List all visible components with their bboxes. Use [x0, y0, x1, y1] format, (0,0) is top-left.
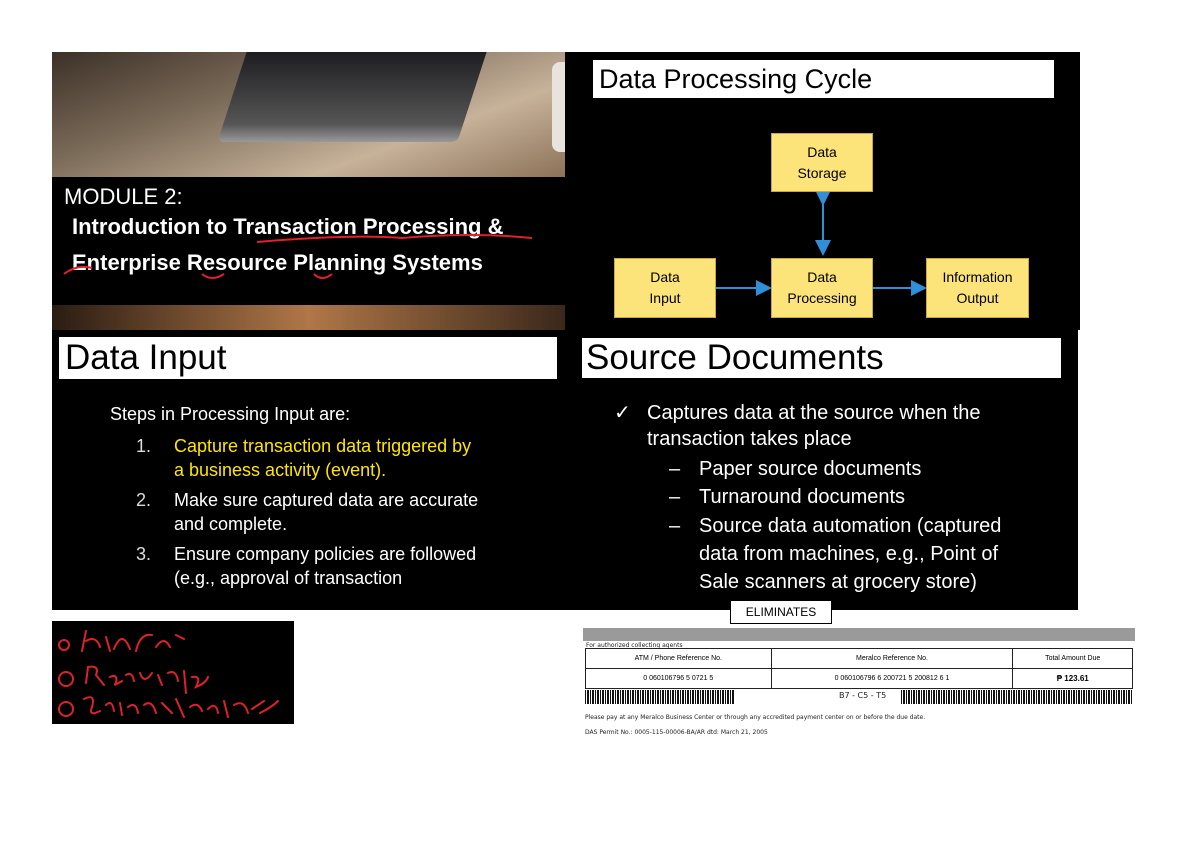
data-input-slide: Data Input Steps in Processing Input are… — [52, 330, 566, 610]
source-documents-title: Source Documents — [582, 338, 1061, 378]
col-atm-ref: ATM / Phone Reference No. — [585, 648, 772, 669]
checkmark-icon: ✓ — [614, 400, 631, 424]
eliminates-label: ELIMINATES — [730, 600, 832, 624]
bill-reference-table: ATM / Phone Reference No. Meralco Refere… — [585, 648, 1133, 689]
barcode-right — [901, 690, 1133, 704]
col-meralco-ref: Meralco Reference No. — [770, 648, 1014, 669]
module-title-line2: Enterprise Resource Planning Systems — [72, 250, 483, 275]
cycle-title: Data Processing Cycle — [593, 60, 1054, 98]
title-band — [52, 177, 565, 305]
bill-agents-note: For authorized collecting agents — [586, 642, 683, 649]
data-input-title: Data Input — [59, 337, 557, 379]
barcode-code: B7 - C5 - T5 — [839, 691, 887, 700]
col-total-due: Total Amount Due — [1012, 648, 1133, 669]
cup-photo — [552, 62, 565, 152]
handwriting-scribble — [58, 630, 279, 718]
module-title-line1: Introduction to Transaction Processing & — [72, 214, 504, 239]
red-ink-annotations — [63, 234, 533, 279]
bill-permit: DAS Permit No.: 0005-115-00006-BA/AR dtd… — [585, 729, 768, 736]
steps-intro: Steps in Processing Input are: — [110, 404, 351, 424]
module-label: MODULE 2: — [64, 184, 183, 209]
val-atm-ref: 0 060106796 5 0721 5 — [585, 668, 772, 689]
module-title-slide: MODULE 2: Introduction to Transaction Pr… — [52, 52, 565, 330]
table-photo — [52, 305, 565, 330]
val-meralco-ref: 0 060106796 6 200721 5 200812 6 1 — [770, 668, 1014, 689]
barcode-left — [585, 690, 735, 704]
bill-header-bar — [583, 628, 1135, 641]
meralco-bill-strip: For authorized collecting agents ATM / P… — [583, 628, 1136, 748]
val-total-due: ₱ 123.61 — [1012, 668, 1133, 689]
source-documents-slide: Source Documents ✓ Captures data at the … — [566, 330, 1078, 610]
bill-pay-note: Please pay at any Meralco Business Cente… — [585, 714, 926, 721]
handwritten-notes — [52, 621, 294, 724]
